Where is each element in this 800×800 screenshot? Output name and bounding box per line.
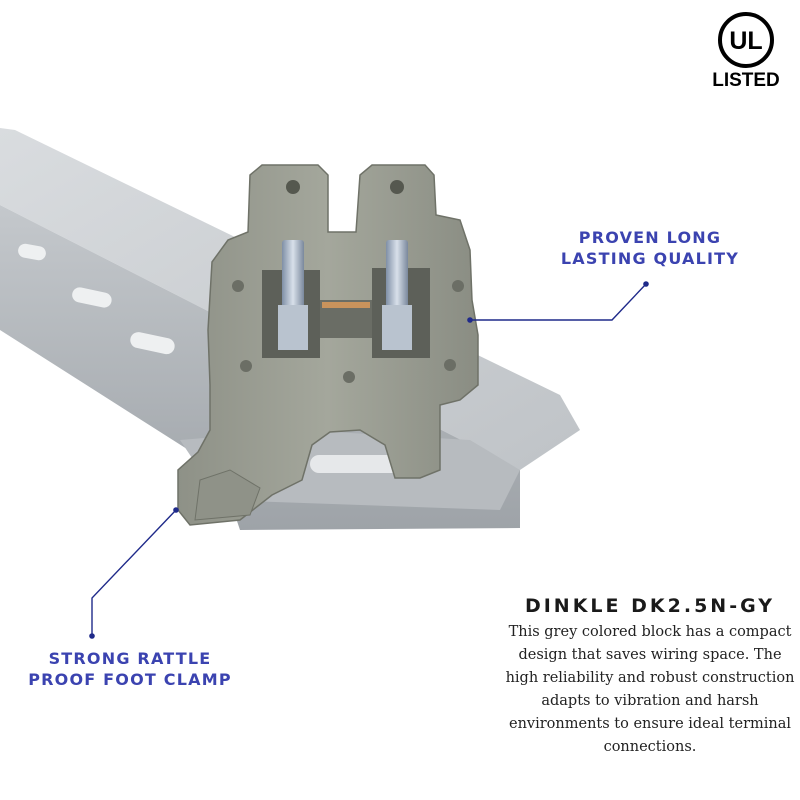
callout-leader-top [467, 281, 649, 323]
product-description: This grey colored block has a compact de… [505, 624, 795, 755]
callout-foot-clamp: STRONG RATTLE PROOF FOOT CLAMP [20, 648, 240, 690]
rail-slot [72, 287, 112, 308]
screw-icon [282, 240, 304, 310]
clamp-plate [278, 305, 308, 350]
screw-icon [386, 240, 408, 310]
callout-line: PROVEN LONG [578, 228, 722, 247]
rivet-hole [452, 280, 464, 292]
copper-busbar [322, 302, 370, 308]
rivet-hole [444, 359, 456, 371]
screw-access-hole [286, 180, 300, 194]
screw-access-hole [390, 180, 404, 194]
foot-clamp [194, 469, 261, 521]
callout-leader-bottom [89, 507, 179, 639]
ul-listed-logo: UL LISTED [712, 12, 780, 91]
callout-proven-quality: PROVEN LONG LASTING QUALITY [540, 227, 760, 269]
rivet-hole [343, 371, 355, 383]
rivet-hole [240, 360, 252, 372]
callout-line: LASTING QUALITY [560, 249, 740, 268]
callout-line: PROOF FOOT CLAMP [28, 670, 232, 689]
clamp-plate [382, 305, 412, 350]
rail-slot [18, 243, 46, 261]
ul-mark: UL [729, 27, 762, 55]
ul-listed-label: LISTED [712, 70, 780, 91]
callout-line: STRONG RATTLE [48, 649, 212, 668]
rivet-hole [232, 280, 244, 292]
ul-ring [718, 12, 774, 68]
product-title: DINKLE DK2.5N-GY [524, 595, 776, 617]
terminal-block [177, 164, 479, 526]
rail-slot [130, 332, 175, 355]
